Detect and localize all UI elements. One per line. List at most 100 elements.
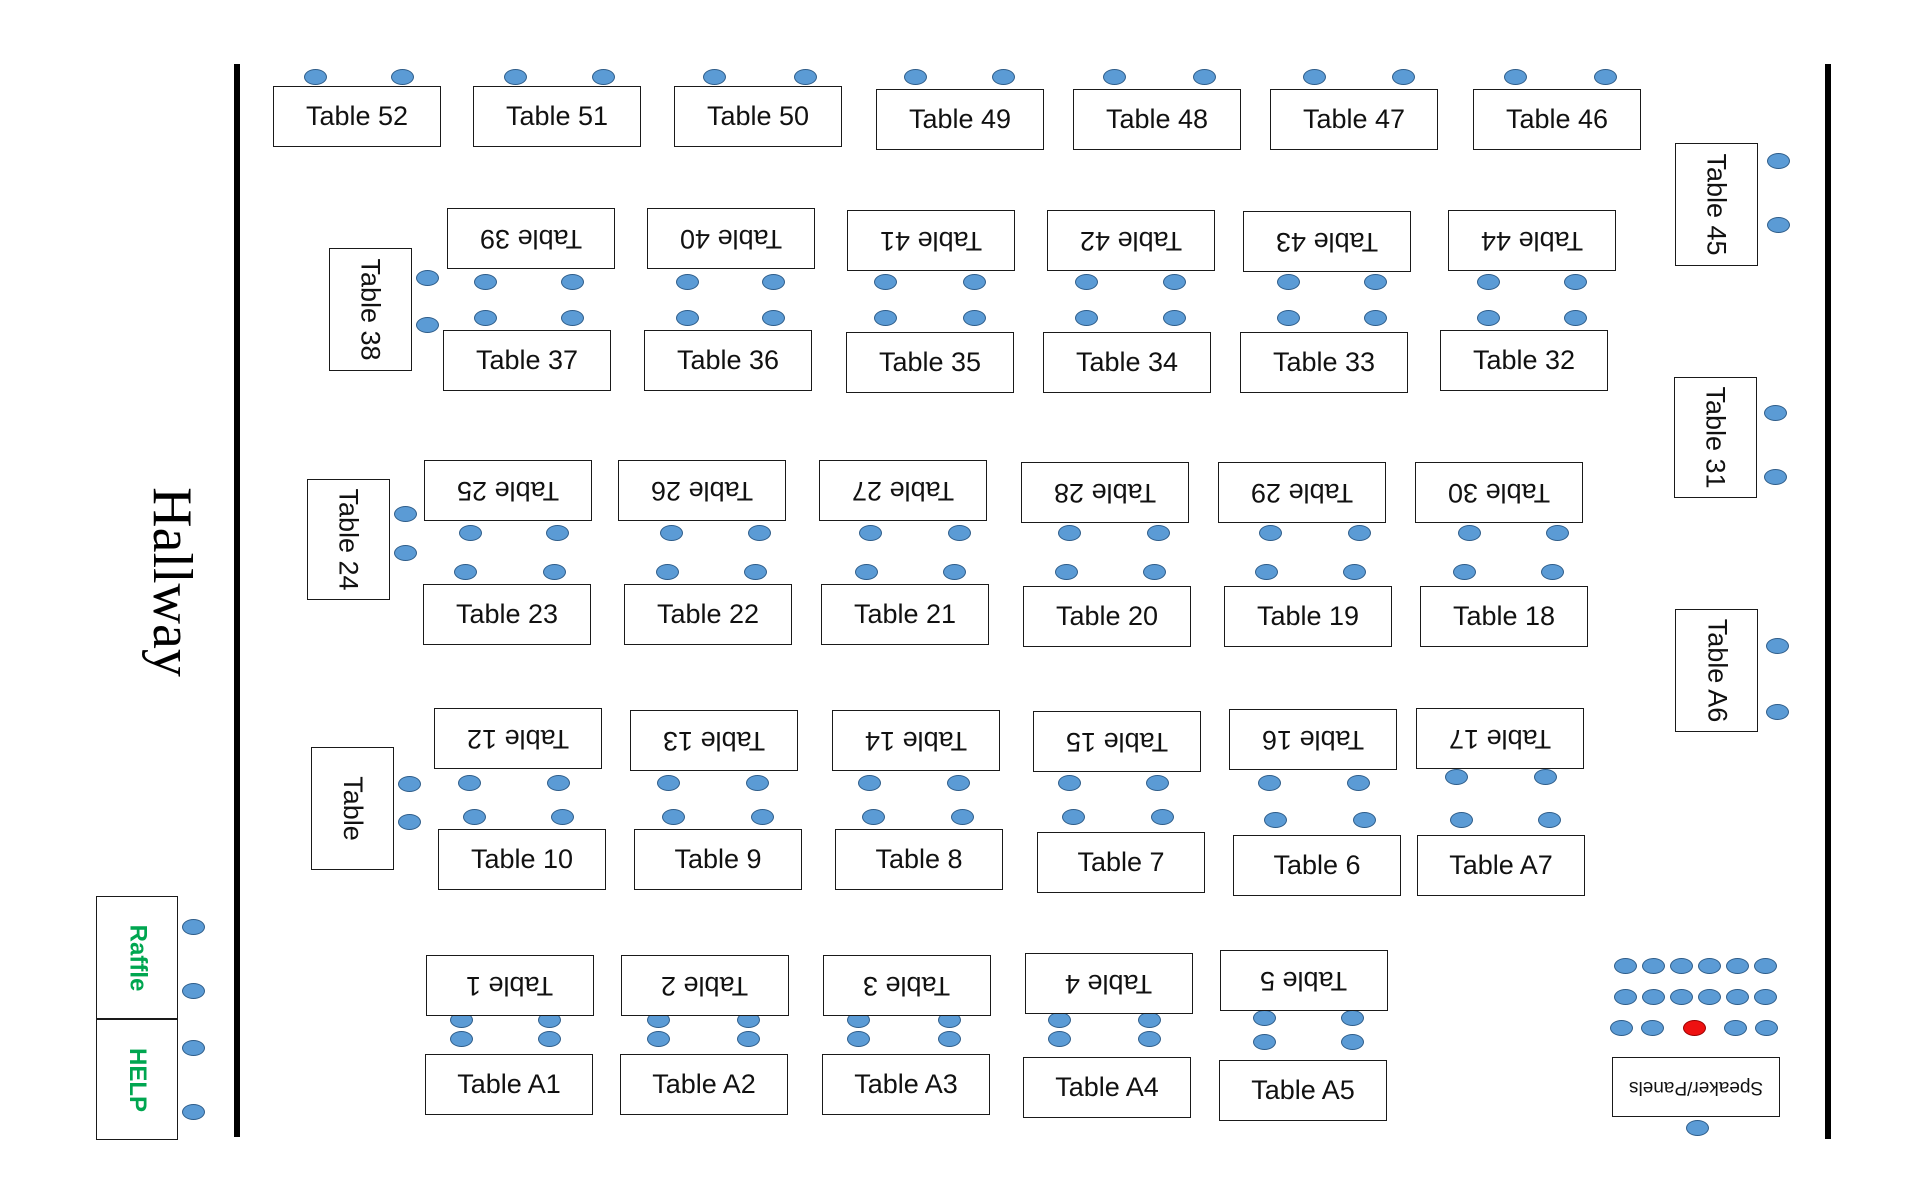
seat-icon: [1538, 812, 1561, 828]
seat-icon: [874, 274, 897, 290]
podium-seat-icon: [1683, 1020, 1706, 1036]
table-label: Table 51: [505, 101, 609, 131]
table-24: Table 24: [307, 479, 390, 600]
table-label: Table A6: [1702, 618, 1732, 723]
seat-icon: [474, 274, 497, 290]
seat-icon: [1075, 310, 1098, 326]
table-27: Table 27: [819, 460, 987, 521]
seat-icon: [1163, 310, 1186, 326]
table-label: Table 6: [1273, 850, 1361, 880]
table-19: Table 19: [1224, 586, 1392, 647]
seat-icon: [561, 274, 584, 290]
seat-icon: [394, 545, 417, 561]
table-label: Table 50: [706, 101, 810, 131]
table-22: Table 22: [624, 584, 792, 645]
seat-icon: [1564, 310, 1587, 326]
seat-icon: [1143, 564, 1166, 580]
table-unnumbered: Table: [311, 747, 394, 870]
seat-icon: [1103, 69, 1126, 85]
table-46: Table 46: [1473, 89, 1641, 150]
table-48: Table 48: [1073, 89, 1241, 150]
seat-icon: [546, 525, 569, 541]
seat-icon: [751, 809, 774, 825]
seat-icon: [676, 274, 699, 290]
seat-icon: [1698, 989, 1721, 1005]
seat-icon: [748, 525, 771, 541]
table-29: Table 29: [1218, 462, 1386, 523]
seat-icon: [1259, 525, 1282, 541]
seat-icon: [1541, 564, 1564, 580]
seat-icon: [1594, 69, 1617, 85]
seat-icon: [1477, 274, 1500, 290]
seat-icon: [1062, 809, 1085, 825]
table-label: Table 47: [1302, 104, 1406, 134]
seat-icon: [943, 564, 966, 580]
seat-icon: [391, 69, 414, 85]
seat-icon: [1766, 704, 1789, 720]
seat-icon: [1453, 564, 1476, 580]
table-51: Table 51: [473, 86, 641, 147]
table-a6: Table A6: [1675, 609, 1758, 732]
seat-icon: [794, 69, 817, 85]
table-label: Speaker/Panels: [1628, 1076, 1764, 1098]
seat-icon: [1445, 769, 1468, 785]
seat-icon: [647, 1031, 670, 1047]
table-label: Table 38: [356, 258, 386, 361]
seat-icon: [1341, 1034, 1364, 1050]
table-50: Table 50: [674, 86, 842, 147]
seat-icon: [1766, 638, 1789, 654]
seat-icon: [874, 310, 897, 326]
table-a1: Table A1: [425, 1054, 593, 1115]
table-5: Table 5: [1220, 950, 1388, 1011]
seat-icon: [992, 69, 1015, 85]
table-label: Table 27: [851, 476, 955, 506]
table-label: Table 22: [656, 599, 760, 629]
table-label: HELP: [123, 1047, 151, 1112]
seat-icon: [1755, 1020, 1778, 1036]
seat-icon: [660, 525, 683, 541]
table-label: Table 3: [863, 971, 951, 1001]
table-label: Table A5: [1251, 1075, 1355, 1105]
table-6: Table 6: [1233, 835, 1401, 896]
table-label: Table A7: [1449, 850, 1553, 880]
seat-icon: [1055, 564, 1078, 580]
speaker-panels-station: Speaker/Panels: [1612, 1057, 1780, 1117]
seat-icon: [1364, 274, 1387, 290]
table-label: Table 45: [1702, 153, 1732, 256]
table-label: Table 40: [679, 224, 783, 254]
seat-icon: [951, 809, 974, 825]
table-32: Table 32: [1440, 330, 1608, 391]
table-label: Table: [337, 776, 368, 841]
table-a5: Table A5: [1219, 1060, 1387, 1121]
table-20: Table 20: [1023, 586, 1191, 647]
seat-icon: [551, 809, 574, 825]
table-label: Table 42: [1079, 226, 1183, 256]
seat-icon: [947, 775, 970, 791]
raffle-station: Raffle: [96, 896, 178, 1019]
seat-icon: [394, 506, 417, 522]
seat-icon: [1767, 153, 1790, 169]
help-station: HELP: [96, 1019, 178, 1140]
table-label: Table 35: [878, 347, 982, 377]
seat-icon: [1364, 310, 1387, 326]
table-label: Table 48: [1105, 104, 1209, 134]
table-label: Table 15: [1065, 727, 1169, 757]
seat-icon: [1686, 1120, 1709, 1136]
seat-icon: [416, 270, 439, 286]
table-label: Table 33: [1272, 347, 1376, 377]
seat-icon: [1670, 958, 1693, 974]
table-label: Table 39: [479, 224, 583, 254]
hallway-wall: [234, 64, 240, 1137]
table-33: Table 33: [1240, 332, 1408, 393]
seat-icon: [1058, 775, 1081, 791]
seat-icon: [1058, 525, 1081, 541]
seat-icon: [458, 775, 481, 791]
table-label: Table 18: [1452, 601, 1556, 631]
table-label: Table 20: [1055, 601, 1159, 631]
seat-icon: [746, 775, 769, 791]
seat-icon: [1726, 958, 1749, 974]
table-17: Table 17: [1416, 708, 1584, 769]
seat-icon: [561, 310, 584, 326]
table-25: Table 25: [424, 460, 592, 521]
seat-icon: [1253, 1010, 1276, 1026]
